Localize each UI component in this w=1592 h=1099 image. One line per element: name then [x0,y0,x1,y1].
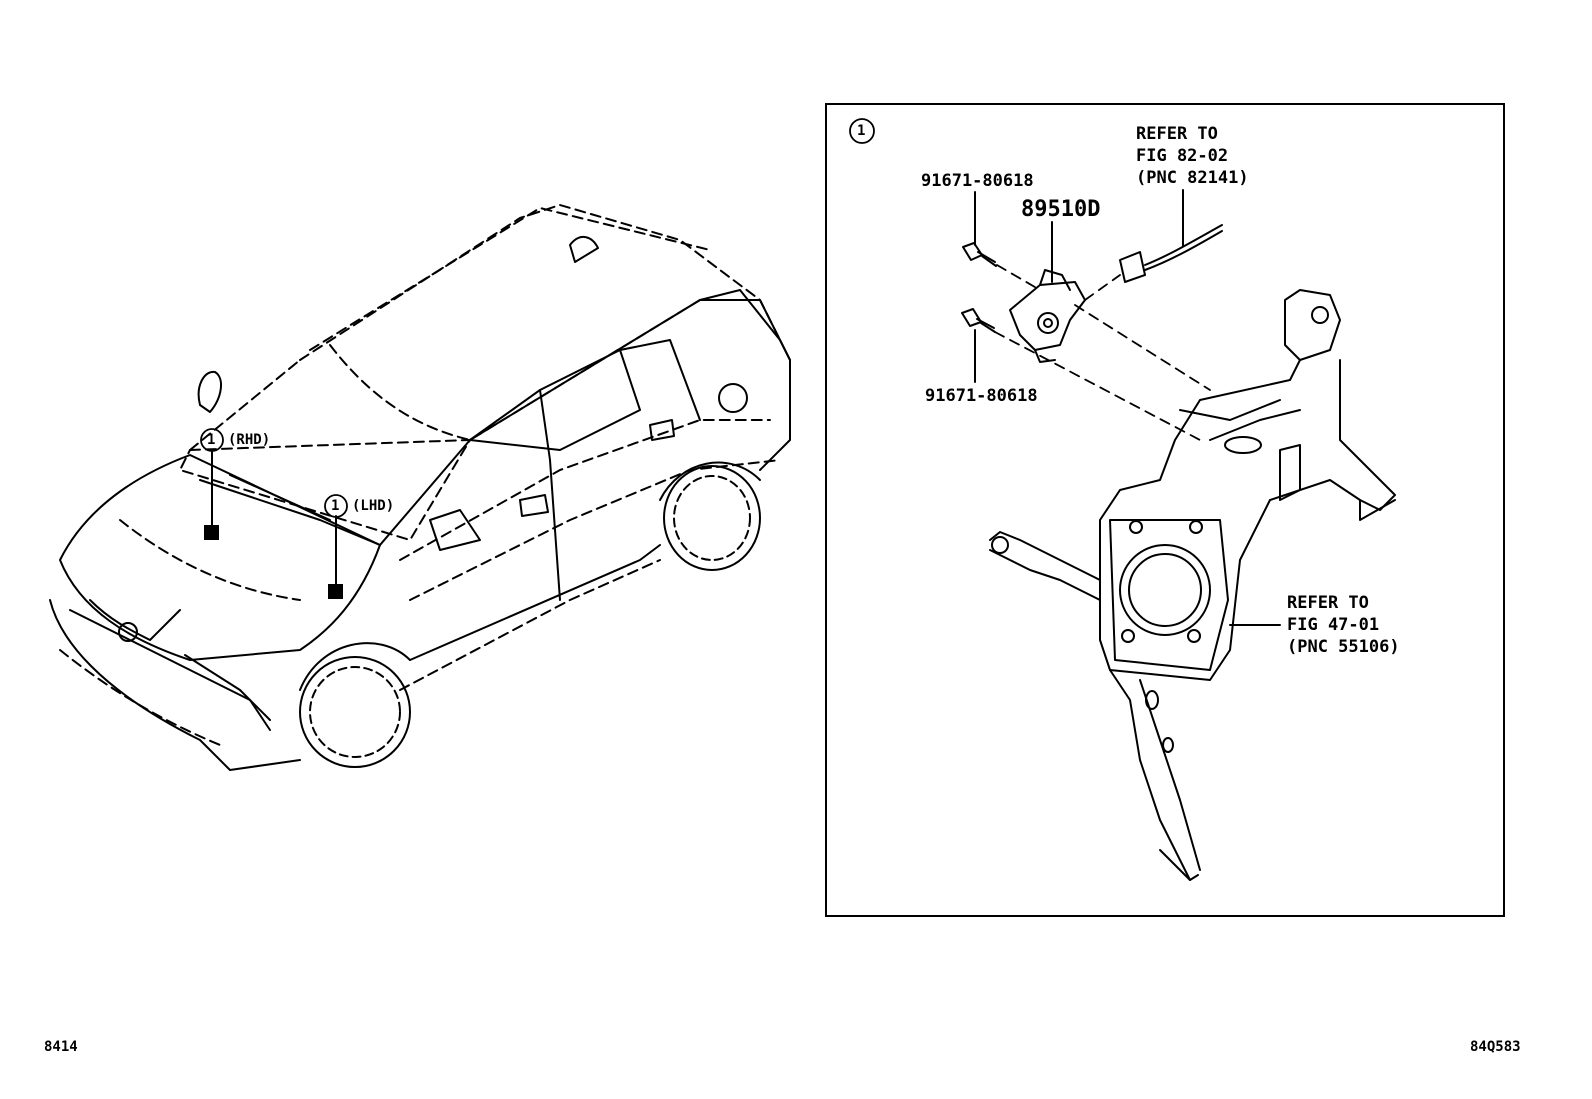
detail-callout-circle [849,118,875,144]
vehicle-illustration [49,204,791,771]
bracket-reference-line-3: (PNC 55106) [1287,637,1400,657]
sensor-part-number: 89510D [1021,197,1101,222]
sensor-location-marker-lhd [328,584,343,599]
height-sensor [1009,269,1086,363]
bracket-reference-note: REFER TO FIG 47-01 (PNC 55106) [1287,592,1400,658]
bolt-lower-part-number: 91671-80618 [925,386,1038,406]
mounting-bracket [989,289,1396,881]
bolt-lower [961,308,996,333]
harness-reference-line-3: (PNC 82141) [1136,168,1249,188]
bracket-reference-line-1: REFER TO [1287,593,1369,613]
callout-note-lhd: (LHD) [352,498,395,514]
harness-reference-note: REFER TO FIG 82-02 (PNC 82141) [1136,123,1249,189]
callout-number-rhd: 1 [207,432,216,448]
callout-circle-lhd [324,494,348,518]
sensor-location-marker-rhd [204,525,219,540]
callout-note-rhd: (RHD) [228,432,271,448]
harness-reference-line-2: FIG 82-02 [1136,146,1229,166]
harness-reference-line-1: REFER TO [1136,124,1218,144]
footer-left-code: 8414 [44,1039,78,1055]
bolt-upper-part-number: 91671-80618 [921,171,1034,191]
footer-right-code: 84Q583 [1470,1039,1521,1055]
bracket-reference-line-2: FIG 47-01 [1287,615,1380,635]
harness-connector [1119,251,1146,283]
detail-callout-number: 1 [857,123,866,139]
detail-frame [825,103,1505,917]
callout-number-lhd: 1 [331,498,340,514]
callout-circle-rhd [200,428,224,452]
bolt-upper [962,242,997,267]
